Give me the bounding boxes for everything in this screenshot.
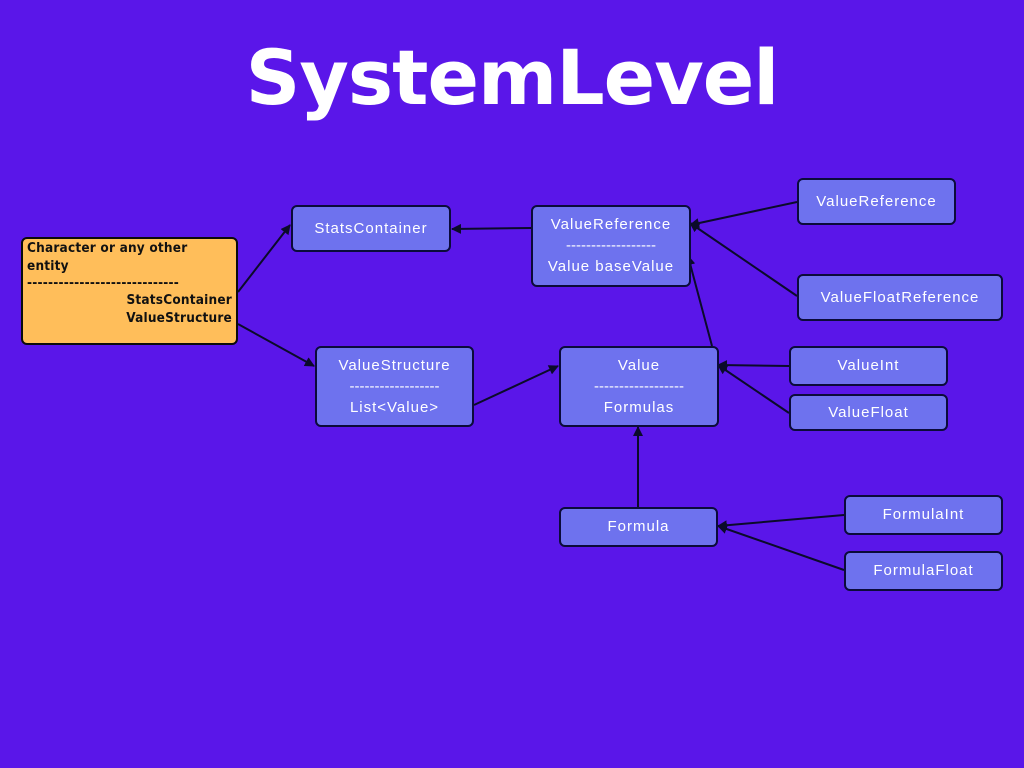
node-label: ValueReference bbox=[550, 216, 672, 233]
node-value-int[interactable]: ValueInt bbox=[789, 346, 948, 386]
node-label: ValueFloatReference bbox=[820, 288, 980, 306]
entity-field-value-structure: ValueStructure bbox=[126, 310, 232, 326]
node-label: Value bbox=[617, 356, 661, 374]
arrow-entity-to-stats-container bbox=[237, 224, 291, 293]
arrow-value-int-to-value bbox=[717, 360, 790, 371]
node-formula-float[interactable]: FormulaFloat bbox=[844, 551, 1003, 591]
entity-box[interactable]: Character or any other entity ----------… bbox=[21, 237, 238, 345]
node-label: ValueStructure bbox=[338, 356, 451, 374]
node-stats-container[interactable]: StatsContainer bbox=[291, 205, 451, 252]
node-value-float-reference[interactable]: ValueFloatReference bbox=[797, 274, 1003, 321]
entity-title-line2: entity bbox=[27, 258, 69, 274]
page-title: SystemLevel bbox=[245, 33, 780, 122]
arrow-value-to-value-reference bbox=[685, 255, 713, 347]
arrow-value-reference-sub-to-value-reference bbox=[689, 201, 798, 228]
entity-title-line1: Character or any other bbox=[27, 240, 188, 256]
arrow-formula-float-to-formula bbox=[717, 524, 845, 571]
node-value[interactable]: Value ------------------ Formulas bbox=[559, 346, 719, 427]
node-field: Value baseValue bbox=[547, 258, 675, 275]
node-label: Formula bbox=[607, 518, 670, 535]
node-separator: ------------------ bbox=[566, 237, 656, 254]
node-field: Formulas bbox=[603, 398, 675, 416]
node-separator: ------------------ bbox=[349, 377, 440, 395]
node-formula-int[interactable]: FormulaInt bbox=[844, 495, 1003, 535]
node-value-reference-sub[interactable]: ValueReference bbox=[797, 178, 956, 225]
node-separator: ------------------ bbox=[594, 377, 684, 395]
node-label: FormulaFloat bbox=[873, 562, 974, 579]
node-value-reference[interactable]: ValueReference ------------------ Value … bbox=[531, 205, 691, 287]
node-label: ValueFloat bbox=[828, 403, 909, 421]
arrow-value-float-to-value bbox=[717, 364, 790, 414]
node-label: FormulaInt bbox=[882, 506, 965, 523]
node-field: List<Value> bbox=[349, 398, 440, 416]
node-value-float[interactable]: ValueFloat bbox=[789, 394, 948, 431]
node-value-structure[interactable]: ValueStructure ------------------ List<V… bbox=[315, 346, 474, 427]
node-label: ValueInt bbox=[837, 357, 900, 374]
node-label: StatsContainer bbox=[314, 219, 428, 237]
arrow-value-structure-to-value bbox=[473, 365, 559, 406]
arrow-value-reference-to-stats-container bbox=[451, 223, 532, 234]
node-label: ValueReference bbox=[816, 192, 937, 210]
arrow-formula-int-to-formula bbox=[717, 514, 845, 531]
arrow-value-float-reference-to-value-reference bbox=[689, 222, 798, 297]
node-formula[interactable]: Formula bbox=[559, 507, 718, 547]
arrow-entity-to-value-structure bbox=[237, 323, 315, 367]
entity-separator: ----------------------------- bbox=[27, 275, 180, 291]
entity-field-stats-container: StatsContainer bbox=[126, 292, 232, 308]
